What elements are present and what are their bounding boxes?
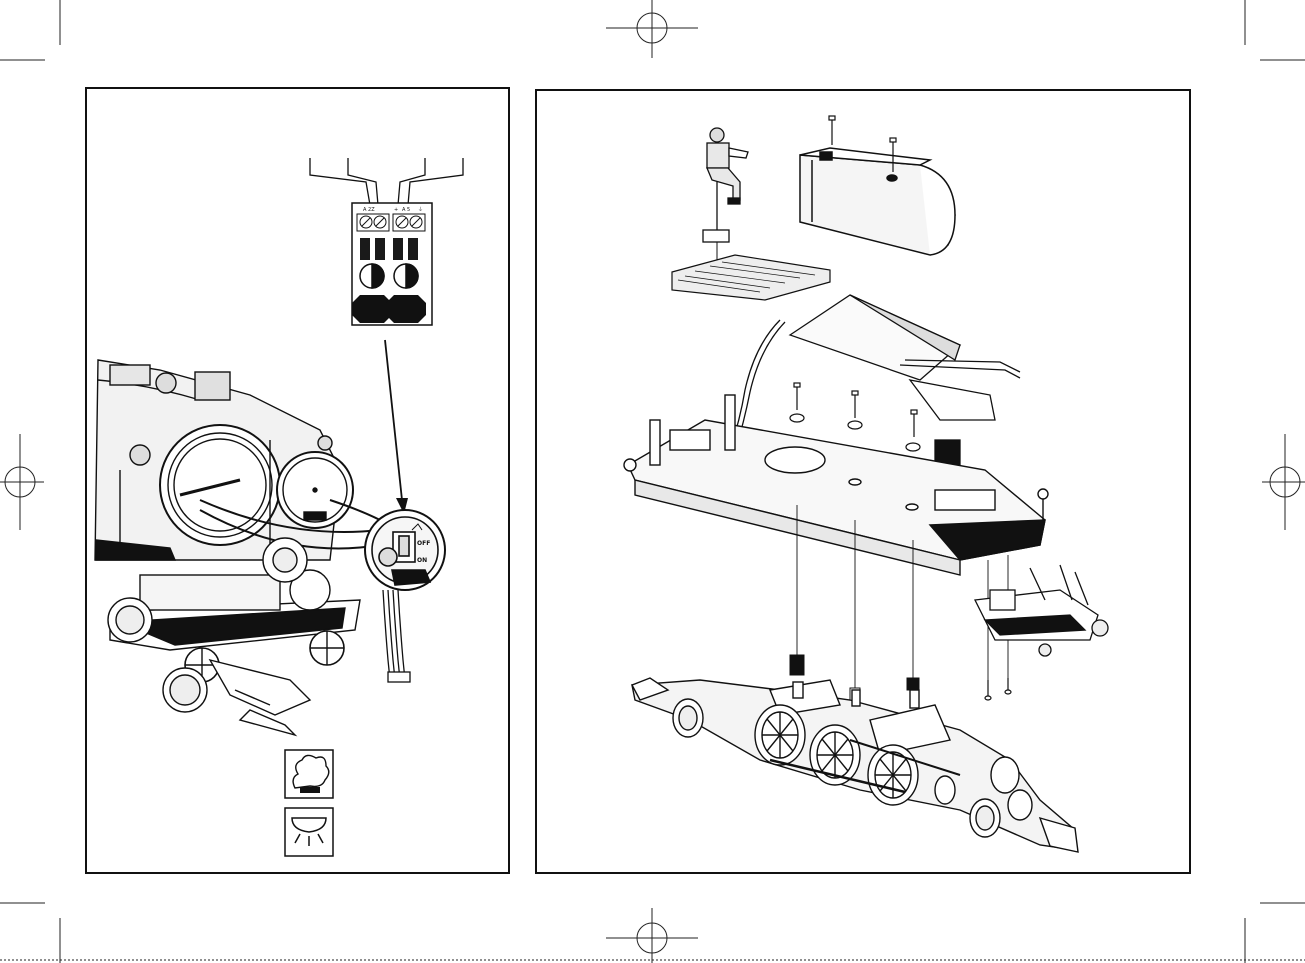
left-panel: A 2Z + A 5 ⏚: [86, 88, 509, 873]
registration-mark-right: [1262, 434, 1305, 530]
terminal-block: A 2Z + A 5 ⏚: [352, 203, 432, 325]
registration-mark-bottom: [606, 908, 698, 963]
terminal-label-2: +: [394, 207, 398, 213]
registration-mark-left: [0, 434, 44, 530]
terminal-label-3: A 5: [402, 207, 410, 213]
smoke-generator-icon: [285, 750, 333, 798]
seat-pad: [703, 230, 729, 242]
headlight-icon: [285, 808, 333, 856]
function-switch: OFF ON: [365, 510, 445, 590]
right-panel: [536, 90, 1190, 873]
switch-label-off: OFF: [417, 540, 430, 547]
terminal-label-4: ⏚: [418, 206, 423, 213]
driving-wheel-1: [755, 705, 805, 765]
registration-mark-top: [606, 0, 698, 58]
trailing-wheel: [673, 699, 703, 737]
switch-label-on: ON: [417, 557, 427, 564]
terminal-label-1: A 2Z: [363, 207, 375, 213]
